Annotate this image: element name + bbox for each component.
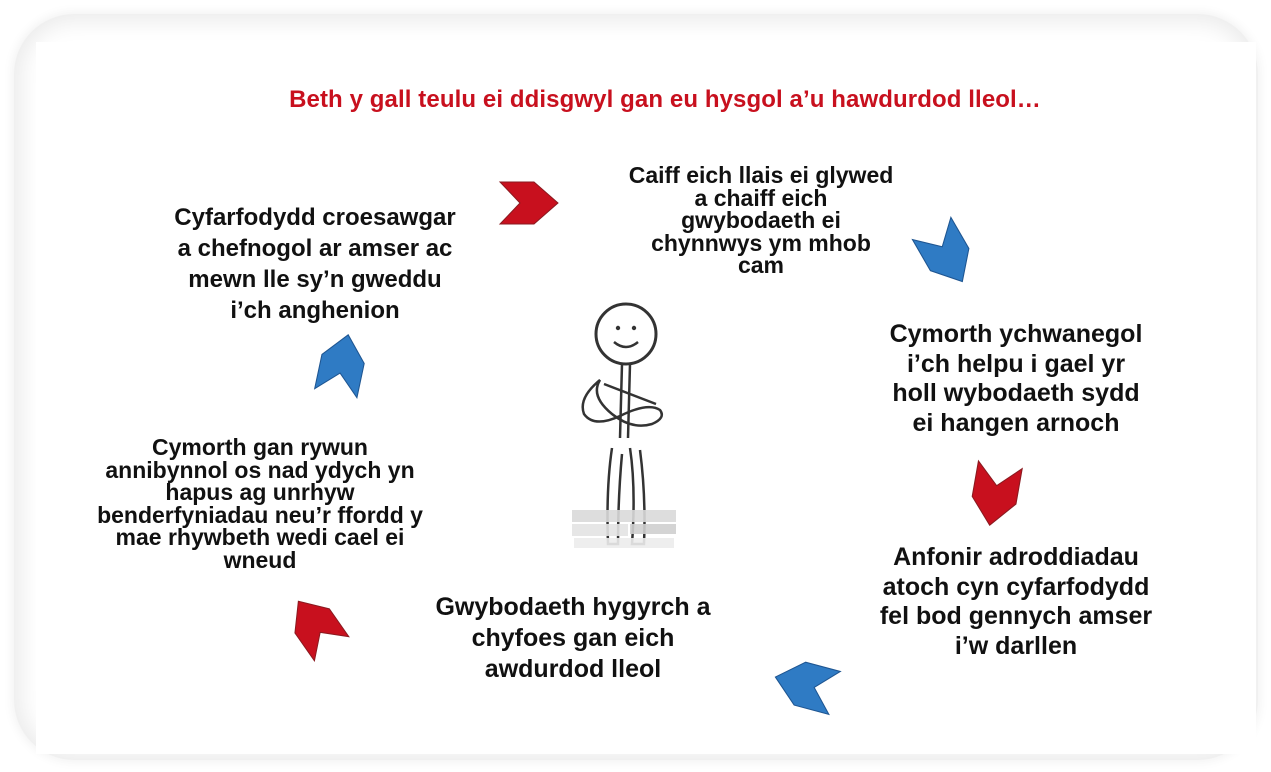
arrow-shape xyxy=(911,216,970,283)
step-independent-support: Cymorth gan rywun annibynnol os nad ydyc… xyxy=(40,436,480,571)
step-line: mae rhywbeth wedi cael ei xyxy=(115,524,405,550)
chevron-down-icon xyxy=(971,459,1023,526)
figure-eye xyxy=(615,325,621,331)
figure-head xyxy=(594,302,658,366)
step-line: Caiff eich llais ei glywed xyxy=(628,162,894,188)
step-line: fel bod gennych amser xyxy=(879,602,1153,630)
step-line: Anfonir adroddiadau xyxy=(893,543,1139,571)
chevron-down-right-icon xyxy=(911,216,970,283)
chevron-up-left-icon xyxy=(294,600,350,663)
step-line: chynnwys ym mhob xyxy=(651,229,871,256)
arrow-shape xyxy=(774,661,842,716)
step-line: cam xyxy=(737,252,785,278)
step-line: holl wybodaeth sydd xyxy=(892,379,1140,407)
chevron-left-icon xyxy=(774,661,842,716)
step-line: hapus ag unrhyw xyxy=(165,479,355,505)
step-line: Cymorth gan rywun xyxy=(152,434,368,460)
stick-figure-icon xyxy=(572,302,676,548)
chevron-up-icon xyxy=(313,334,365,399)
diagram-canvas xyxy=(36,42,1256,754)
step-reports-sent: Anfonir adroddiadau atoch cyn cyfarfodyd… xyxy=(826,543,1206,661)
step-line: annibynnol os nad ydych yn xyxy=(105,456,415,483)
step-line: wneud xyxy=(223,546,297,573)
figure-arms xyxy=(581,379,663,427)
arrow-shape xyxy=(313,334,365,399)
arrow-shape xyxy=(971,459,1023,526)
step-line: Cymorth ychwanegol xyxy=(889,320,1143,348)
figure-shadow xyxy=(630,524,676,534)
step-line: a chaiff eich xyxy=(694,184,828,211)
step-line: Gwybodaeth hygyrch a xyxy=(435,593,711,621)
arrow-shape xyxy=(294,600,350,663)
step-line: ei hangen arnoch xyxy=(912,408,1120,437)
step-line: a chefnogol ar amser ac xyxy=(177,235,453,262)
figure-body xyxy=(618,363,632,439)
diagram-title: Beth y gall teulu ei ddisgwyl gan eu hys… xyxy=(289,86,1041,113)
step-line: awdurdod lleol xyxy=(484,655,662,683)
step-line: i’ch anghenion xyxy=(230,297,400,324)
figure-shadow xyxy=(574,538,674,548)
step-line: mewn lle sy’n gweddu xyxy=(188,266,442,293)
step-voice-heard: Caiff eich llais ei glywed a chaiff eich… xyxy=(566,164,956,277)
step-additional-support: Cymorth ychwanegol i’ch helpu i gael yr … xyxy=(836,320,1196,438)
step-line: Cyfarfodydd croesawgar xyxy=(174,204,456,231)
arrow-shape xyxy=(498,181,559,225)
step-line: i’ch helpu i gael yr xyxy=(906,349,1126,378)
figure-mouth xyxy=(613,341,639,349)
step-welcoming-meetings: Cyfarfodydd croesawgar a chefnogol ar am… xyxy=(130,202,500,326)
step-line: benderfyniadau neu’r ffordd y xyxy=(97,501,423,528)
figure-eye xyxy=(631,325,637,331)
step-line: gwybodaeth ei xyxy=(681,207,841,233)
chevron-right-icon xyxy=(498,181,559,225)
figure-shadow xyxy=(572,524,628,536)
figure-arm-cross xyxy=(603,382,657,406)
step-accessible-information: Gwybodaeth hygyrch a chyfoes gan eich aw… xyxy=(388,592,758,685)
step-line: chyfoes gan eich xyxy=(471,624,675,652)
step-line: i’w darllen xyxy=(954,631,1078,660)
step-line: atoch cyn cyfarfodydd xyxy=(882,572,1150,601)
figure-shadow xyxy=(572,510,676,522)
